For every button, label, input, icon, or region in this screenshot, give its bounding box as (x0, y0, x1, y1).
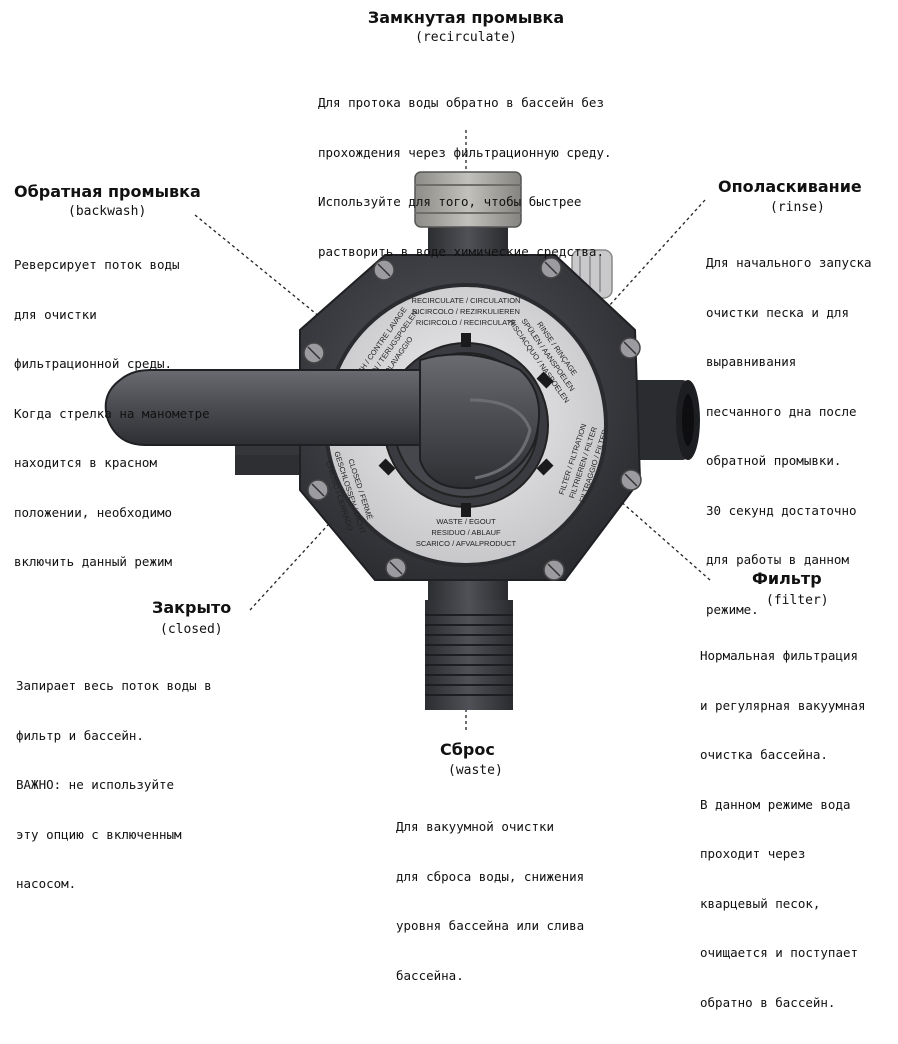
closed-sub: (closed) (160, 622, 223, 637)
dial-label-recirculate-3: RICIRCOLO / RECIRCULATE (416, 318, 516, 327)
waste-line: для сброса воды, снижения (396, 868, 585, 884)
valve-handle[interactable] (104, 353, 541, 490)
closed-desc: Запирает весь поток воды в фильтр и басс… (16, 645, 212, 926)
dial-label-waste-3: SCARICO / AFVALPRODUCT (416, 539, 517, 548)
rinse-line: очистки песка и для (706, 304, 849, 320)
waste-sub: (waste) (448, 763, 503, 778)
closed-title: Закрыто (152, 598, 232, 617)
closed-line: ВАЖНО: не используйте (16, 777, 175, 792)
dial-label-recirculate-1: RECIRCULATE / CIRCULATION (412, 296, 521, 305)
filter-line: и регулярная вакуумная (700, 697, 866, 713)
backwash-desc: Реверсирует поток воды для очистки фильт… (14, 224, 210, 604)
top-port (414, 171, 522, 260)
closed-line: фильтр и бассейн. (16, 727, 144, 743)
dial-label-recirculate-2: RICIRCOLO / REZIRKULIEREN (412, 307, 520, 316)
backwash-line: Реверсирует поток воды (14, 257, 180, 272)
recirculate-line: Для протока воды обратно в бассейн без (318, 95, 604, 110)
backwash-title: Обратная промывка (14, 182, 201, 201)
rinse-desc: Для начального запуска очистки песка и д… (706, 222, 872, 651)
rinse-line: обратной промывки. (706, 453, 842, 468)
recirculate-title: Замкнутая промывка (367, 8, 565, 27)
closed-line: эту опцию с включенным (16, 826, 182, 842)
rinse-sub: (rinse) (770, 200, 825, 215)
backwash-line: положении, необходимо (14, 504, 173, 520)
waste-line: бассейна. (396, 967, 464, 983)
filter-line: очистка бассейна. (700, 747, 828, 762)
filter-line: В данном режиме вода (700, 796, 851, 812)
filter-line: обратно в бассейн. (700, 994, 836, 1010)
filter-sub: (filter) (766, 593, 829, 608)
filter-line: проходит через (700, 846, 806, 861)
waste-line: Для вакуумной очистки (396, 819, 555, 834)
filter-line: Нормальная фильтрация (700, 648, 859, 663)
waste-line: уровня бассейна или слива (396, 918, 585, 933)
recirculate-line: Используйте для того, чтобы быстрее (318, 194, 582, 209)
closed-line: насосом. (16, 876, 77, 891)
backwash-line: находится в красном (14, 455, 157, 470)
rinse-line: песчанного дна после (706, 403, 857, 419)
filter-desc: Нормальная фильтрация и регулярная вакуу… (700, 615, 866, 1044)
rinse-line: режиме. (706, 601, 759, 617)
bottom-port (425, 570, 513, 710)
recirculate-sub: (recirculate) (415, 30, 517, 45)
filter-line: очищается и поступает (700, 945, 859, 960)
backwash-line: включить данный режим (14, 554, 173, 569)
waste-desc: Для вакуумной очистки для сброса воды, с… (396, 786, 584, 1017)
backwash-sub: (backwash) (68, 204, 147, 219)
backwash-line: фильтрационной среды. (14, 356, 173, 371)
rinse-line: 30 секунд достаточно (706, 502, 857, 518)
recirculate-line: растворить в воде химические средства. (318, 243, 604, 259)
rinse-line: Для начального запуска (706, 255, 872, 270)
filter-line: кварцевый песок, (700, 895, 821, 911)
recirculate-desc: Для протока воды обратно в бассейн без п… (318, 62, 612, 293)
multiport-valve-illustration: RECIRCULATE / CIRCULATION RICIRCOLO / RE… (104, 130, 711, 730)
rinse-line: выравнивания (706, 354, 797, 369)
rinse-line: для работы в данном (706, 552, 849, 567)
closed-line: Запирает весь поток воды в (16, 678, 212, 693)
rinse-title: Ополаскивание (718, 177, 862, 196)
right-port (630, 380, 700, 460)
backwash-line: Когда стрелка на манометре (14, 405, 210, 421)
dial-label-waste-1: WASTE / EGOUT (436, 517, 496, 526)
dial-label-waste-2: RESIDUO / ABLAUF (431, 528, 501, 537)
waste-title: Сброс (440, 740, 495, 759)
filter-title: Фильтр (752, 569, 822, 588)
recirculate-line: прохождения через фильтрационную среду. (318, 144, 612, 160)
backwash-line: для очистки (14, 306, 97, 322)
